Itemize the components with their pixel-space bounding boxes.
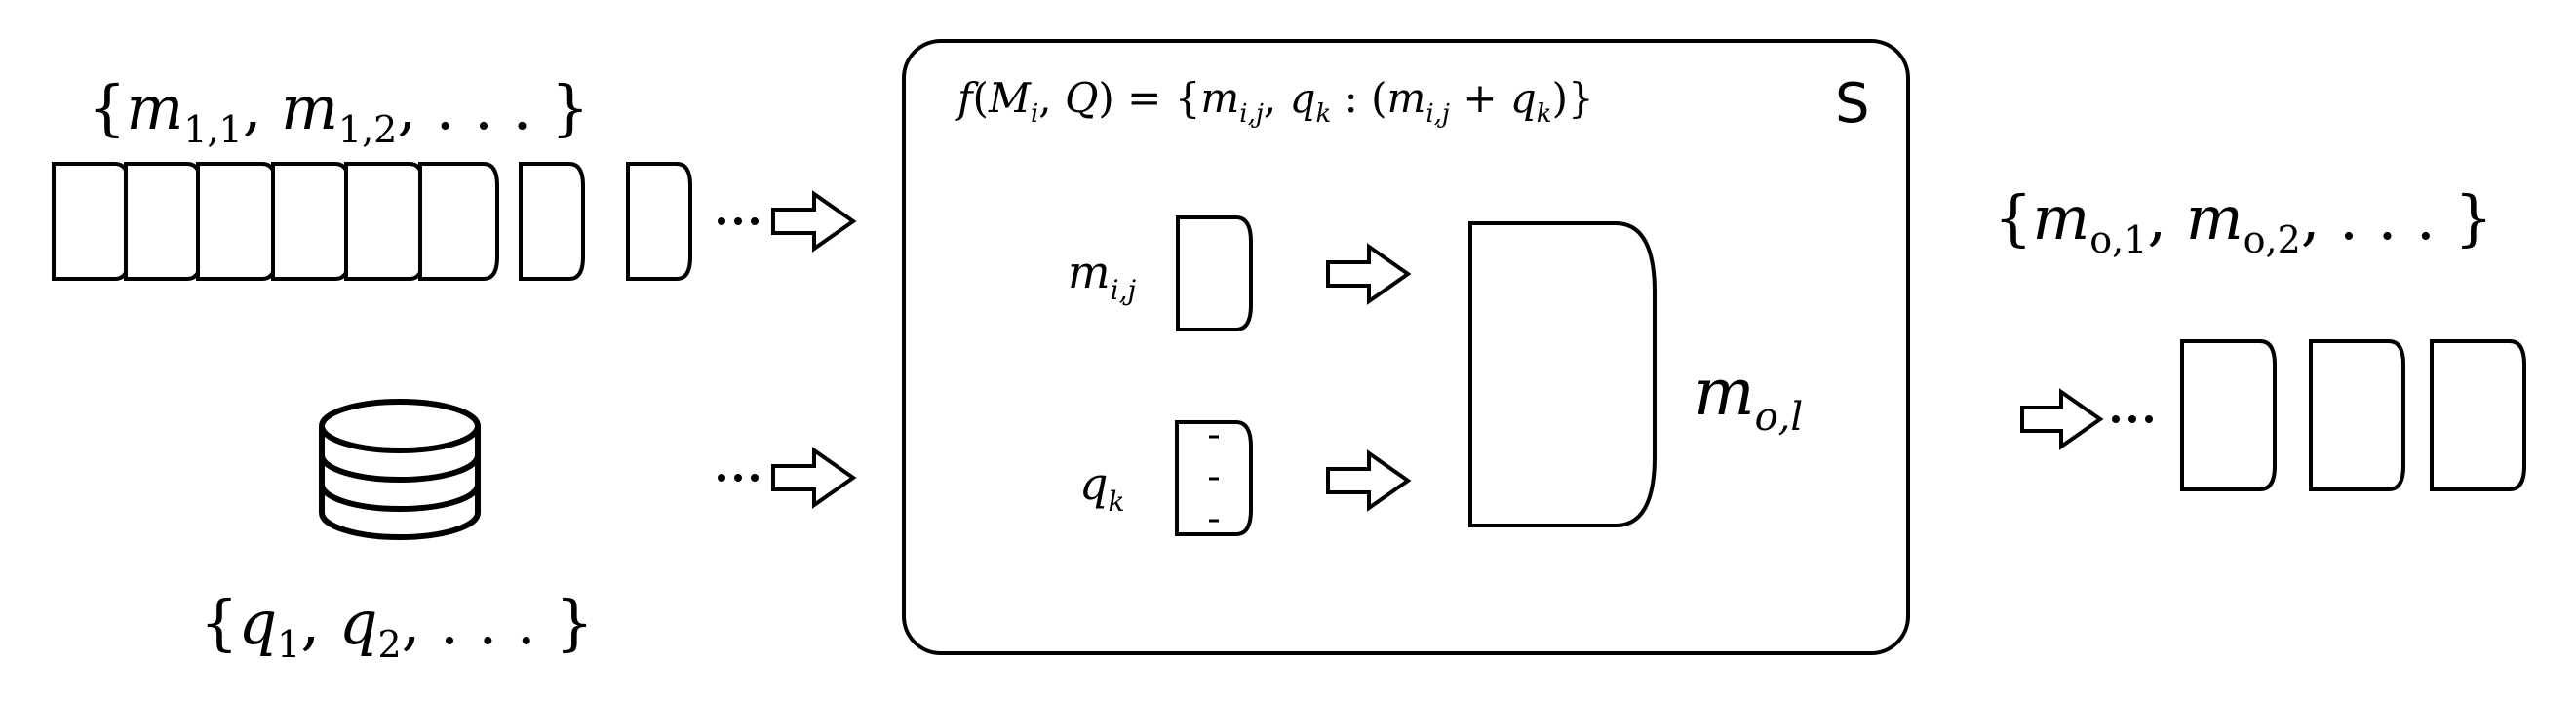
- output-message-block: [2180, 339, 2277, 491]
- query-block-dashes: [1209, 435, 1219, 523]
- input-ellipsis: [718, 217, 759, 225]
- output-ellipsis: [2112, 415, 2153, 423]
- input-message-block: [626, 162, 692, 281]
- query-store: {q1, q2, . . . }: [200, 399, 857, 666]
- output-stream: {mo,1, mo,2, . . . }: [1994, 182, 2526, 491]
- input-message-block: [344, 162, 425, 281]
- operator-box: f(Mi, Q) = {mi,j, qk : (mi,j + qk)} S mi…: [902, 39, 1910, 655]
- input-stream: {m1,1, m1,2, . . . }: [52, 72, 857, 281]
- input-message-block: [271, 162, 351, 281]
- query-to-result-arrow-icon: [1326, 449, 1412, 512]
- output-message-block: [2430, 339, 2526, 491]
- input-message-block: [519, 162, 585, 281]
- operator-formula: f(Mi, Q) = {mi,j, qk : (mi,j + qk)}: [955, 74, 1594, 129]
- result-message-label: mo,l: [1694, 355, 1803, 440]
- input-stream-label: {m1,1, m1,2, . . . }: [88, 72, 589, 151]
- input-message-block: [196, 162, 278, 281]
- output-stream-label: {mo,1, mo,2, . . . }: [1994, 182, 2493, 261]
- input-message-block: [52, 162, 131, 281]
- input-message-block: [1176, 215, 1253, 331]
- query-ellipsis: [718, 474, 759, 482]
- output-stream-arrow-icon: [2020, 388, 2104, 450]
- output-message-block: [2309, 339, 2405, 491]
- query-arrow-icon: [771, 447, 857, 509]
- input-message-block: [418, 162, 499, 281]
- input-to-result-arrow-icon: [1326, 243, 1412, 305]
- input-message-label: mi,j: [1068, 246, 1136, 306]
- query-label: qk: [1079, 457, 1124, 518]
- operator-name: S: [1835, 72, 1870, 136]
- input-message-block: [124, 162, 203, 281]
- result-message-block: [1468, 221, 1657, 527]
- query-store-label: {q1, q2, . . . }: [200, 587, 594, 666]
- output-message-blocks: [2180, 339, 2526, 491]
- input-message-blocks: [52, 162, 692, 281]
- database-icon: [319, 399, 481, 540]
- operator-frame: [902, 39, 1910, 655]
- input-stream-arrow-icon: [771, 190, 857, 253]
